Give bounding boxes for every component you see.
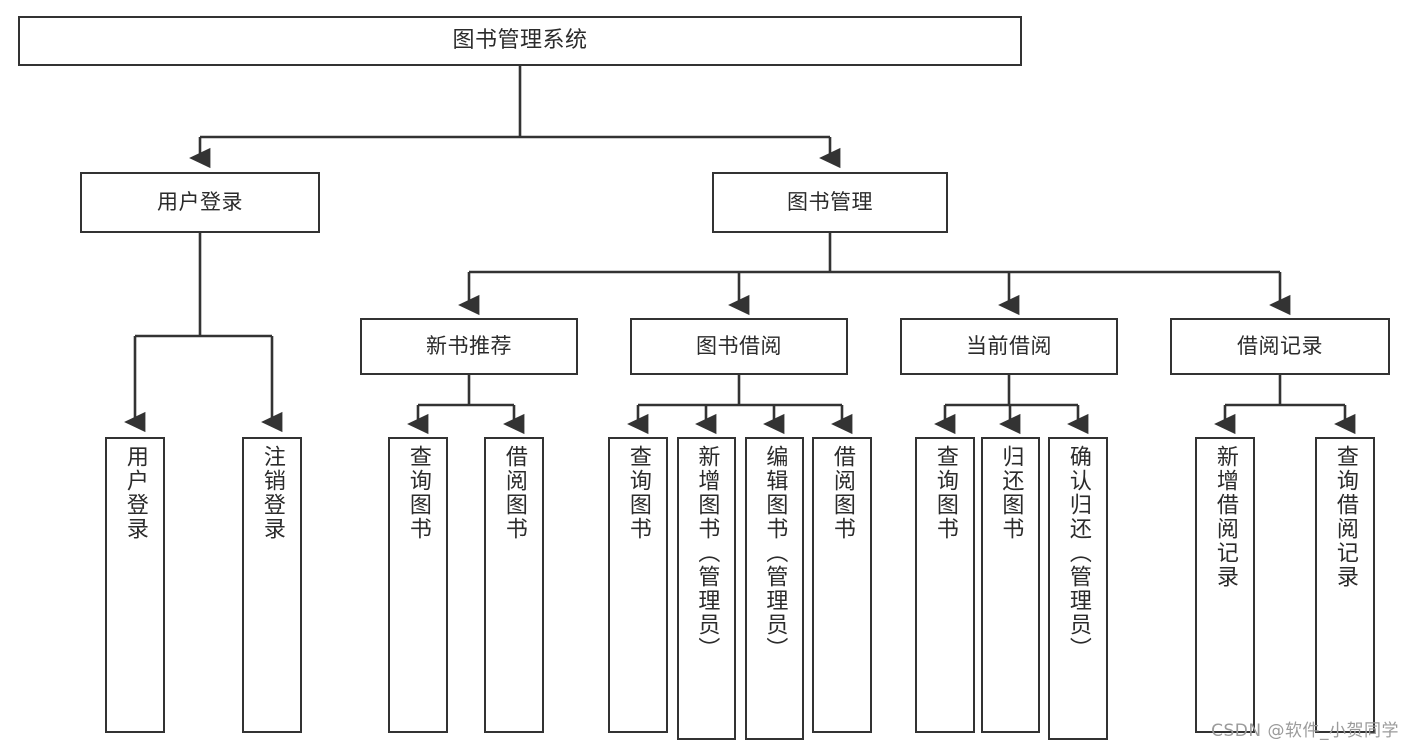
- node-label: 当前借阅: [966, 334, 1052, 359]
- node-borrow-record[interactable]: 借阅记录: [1170, 318, 1390, 375]
- node-label: 注销登录: [259, 445, 285, 541]
- node-new-book-recommend[interactable]: 新书推荐: [360, 318, 578, 375]
- node-label: 查询借阅记录: [1332, 445, 1358, 589]
- node-leaf-add-borrow-record[interactable]: 新增借阅记录: [1195, 437, 1255, 733]
- node-label: 图书借阅: [696, 334, 782, 359]
- node-leaf-borrow-book-recommend[interactable]: 借阅图书: [484, 437, 544, 733]
- node-label: 查询图书: [932, 445, 958, 541]
- node-user-login[interactable]: 用户登录: [80, 172, 320, 233]
- node-leaf-user-login[interactable]: 用户登录: [105, 437, 165, 733]
- node-label: 查询图书: [625, 445, 651, 541]
- node-label: 确认归还（管理员）: [1065, 445, 1091, 661]
- node-leaf-query-book-current[interactable]: 查询图书: [915, 437, 975, 733]
- node-label: 借阅记录: [1237, 334, 1323, 359]
- node-book-borrow[interactable]: 图书借阅: [630, 318, 848, 375]
- node-leaf-borrow-book-borrow[interactable]: 借阅图书: [812, 437, 872, 733]
- node-label: 查询图书: [405, 445, 431, 541]
- node-label: 新增借阅记录: [1212, 445, 1238, 589]
- node-label: 图书管理系统: [452, 28, 588, 54]
- node-current-borrow[interactable]: 当前借阅: [900, 318, 1118, 375]
- node-label: 归还图书: [998, 445, 1024, 541]
- node-leaf-query-book-recommend[interactable]: 查询图书: [388, 437, 448, 733]
- node-label: 新增图书（管理员）: [694, 445, 720, 661]
- node-leaf-logout-login[interactable]: 注销登录: [242, 437, 302, 733]
- node-label: 编辑图书（管理员）: [762, 445, 788, 661]
- node-book-management[interactable]: 图书管理: [712, 172, 948, 233]
- node-label: 用户登录: [122, 445, 148, 541]
- node-label: 图书管理: [787, 190, 873, 215]
- node-leaf-query-book-borrow[interactable]: 查询图书: [608, 437, 668, 733]
- node-label: 用户登录: [157, 190, 243, 215]
- csdn-watermark: CSDN @软件_小贺同学: [1211, 721, 1399, 741]
- node-leaf-query-borrow-record[interactable]: 查询借阅记录: [1315, 437, 1375, 733]
- node-leaf-return-book[interactable]: 归还图书: [981, 437, 1040, 733]
- node-leaf-add-book-admin[interactable]: 新增图书（管理员）: [677, 437, 736, 740]
- node-leaf-confirm-return-admin[interactable]: 确认归还（管理员）: [1048, 437, 1108, 740]
- node-label: 借阅图书: [829, 445, 855, 541]
- node-root-book-management-system[interactable]: 图书管理系统: [18, 16, 1022, 66]
- node-leaf-edit-book-admin[interactable]: 编辑图书（管理员）: [745, 437, 804, 740]
- node-label: 借阅图书: [501, 445, 527, 541]
- node-label: 新书推荐: [426, 334, 512, 359]
